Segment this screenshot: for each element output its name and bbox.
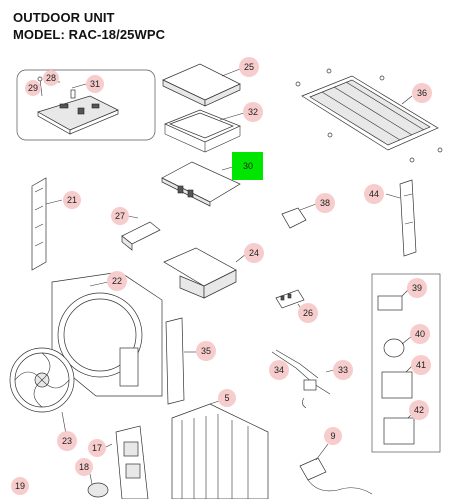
callout-24[interactable]: 24 (244, 243, 264, 263)
part-side-grille[interactable] (31, 177, 47, 271)
callout-label: 18 (79, 462, 89, 472)
pcb-inset-frame (16, 69, 156, 141)
highlight-box (232, 152, 263, 180)
part-valve-assembly[interactable] (271, 349, 331, 409)
callout-44[interactable]: 44 (364, 184, 384, 204)
part-sound-pad[interactable] (381, 371, 413, 399)
part-screw-small[interactable] (37, 76, 43, 97)
callout-label: 9 (330, 431, 335, 441)
callout-label: 36 (417, 88, 427, 98)
callout-label: 35 (201, 346, 211, 356)
part-motor-bracket[interactable] (115, 425, 149, 499)
callout-label: 28 (46, 73, 56, 83)
callout-label: 30 (243, 161, 253, 171)
callout-label: 26 (303, 308, 313, 318)
part-partition-plate[interactable] (163, 247, 237, 299)
callout-33[interactable]: 33 (333, 360, 353, 380)
leader-lines (44, 68, 415, 485)
part-support-frame[interactable] (164, 109, 241, 153)
part-thermistor[interactable] (299, 457, 373, 495)
callout-label: 41 (416, 360, 426, 370)
callout-40[interactable]: 40 (410, 324, 430, 344)
callout-label: 23 (62, 436, 72, 446)
callout-38[interactable]: 38 (315, 193, 335, 213)
part-drain-cap[interactable] (383, 338, 405, 358)
callout-label: 21 (67, 195, 77, 205)
callout-29[interactable]: 29 (25, 80, 41, 96)
callout-21[interactable]: 21 (63, 191, 81, 209)
callout-30-highlighted[interactable]: 30 (232, 152, 263, 180)
callout-26[interactable]: 26 (298, 303, 318, 323)
callout-label: 44 (369, 189, 379, 199)
callout-42[interactable]: 42 (409, 400, 429, 420)
callout-41[interactable]: 41 (411, 355, 431, 375)
callout-19[interactable]: 19 (11, 477, 29, 495)
callout-label: 42 (414, 405, 424, 415)
callout-label: 17 (92, 443, 102, 453)
part-front-panel[interactable] (51, 271, 163, 397)
callout-label: 25 (244, 62, 254, 72)
callout-label: 32 (248, 107, 258, 117)
callout-label: 5 (224, 393, 229, 403)
part-fuse[interactable] (70, 89, 76, 99)
part-valve-cover[interactable] (281, 207, 307, 229)
model-number: MODEL: RAC-18/25WPC (13, 27, 166, 42)
callout-label: 27 (115, 211, 125, 221)
part-insulator-sheet[interactable] (383, 417, 415, 445)
callout-22[interactable]: 22 (107, 271, 127, 291)
callout-31[interactable]: 31 (86, 75, 104, 93)
callout-label: 38 (320, 198, 330, 208)
callout-label: 31 (90, 79, 100, 89)
part-fan-motor[interactable] (87, 482, 109, 498)
diagram-title: OUTDOOR UNIT (13, 10, 115, 25)
callout-27[interactable]: 27 (111, 207, 129, 225)
part-pcb-board[interactable] (37, 95, 119, 135)
callout-36[interactable]: 36 (412, 83, 432, 103)
callout-34[interactable]: 34 (269, 360, 289, 380)
callout-label: 24 (249, 248, 259, 258)
callout-32[interactable]: 32 (243, 102, 263, 122)
part-condenser-coil[interactable] (171, 403, 269, 499)
callout-label: 33 (338, 365, 348, 375)
part-fan[interactable] (9, 347, 75, 413)
part-bracket[interactable] (121, 221, 161, 251)
part-insulation-pad[interactable] (377, 295, 403, 311)
part-terminal-cover[interactable] (165, 317, 185, 405)
callout-label: 40 (415, 329, 425, 339)
callout-label: 19 (15, 481, 25, 491)
callout-label: 22 (112, 276, 122, 286)
callout-5[interactable]: 5 (218, 389, 236, 407)
callout-23[interactable]: 23 (57, 431, 77, 451)
callout-label: 34 (274, 365, 284, 375)
callout-label: 39 (412, 283, 422, 293)
callout-17[interactable]: 17 (88, 439, 106, 457)
sheet-parts-inset-frame (371, 273, 441, 453)
part-top-cover[interactable] (162, 63, 241, 107)
callout-35[interactable]: 35 (196, 341, 216, 361)
callout-9[interactable]: 9 (324, 427, 342, 445)
part-side-panel[interactable] (399, 179, 417, 257)
part-terminal-block[interactable] (275, 289, 305, 309)
callout-18[interactable]: 18 (75, 458, 93, 476)
callout-label: 29 (28, 83, 38, 93)
callout-25[interactable]: 25 (239, 57, 259, 77)
callout-28[interactable]: 28 (43, 70, 59, 86)
part-grille-screws[interactable] (295, 68, 443, 163)
part-control-board[interactable] (161, 161, 241, 207)
callout-39[interactable]: 39 (407, 278, 427, 298)
part-rear-grille[interactable] (301, 75, 439, 151)
